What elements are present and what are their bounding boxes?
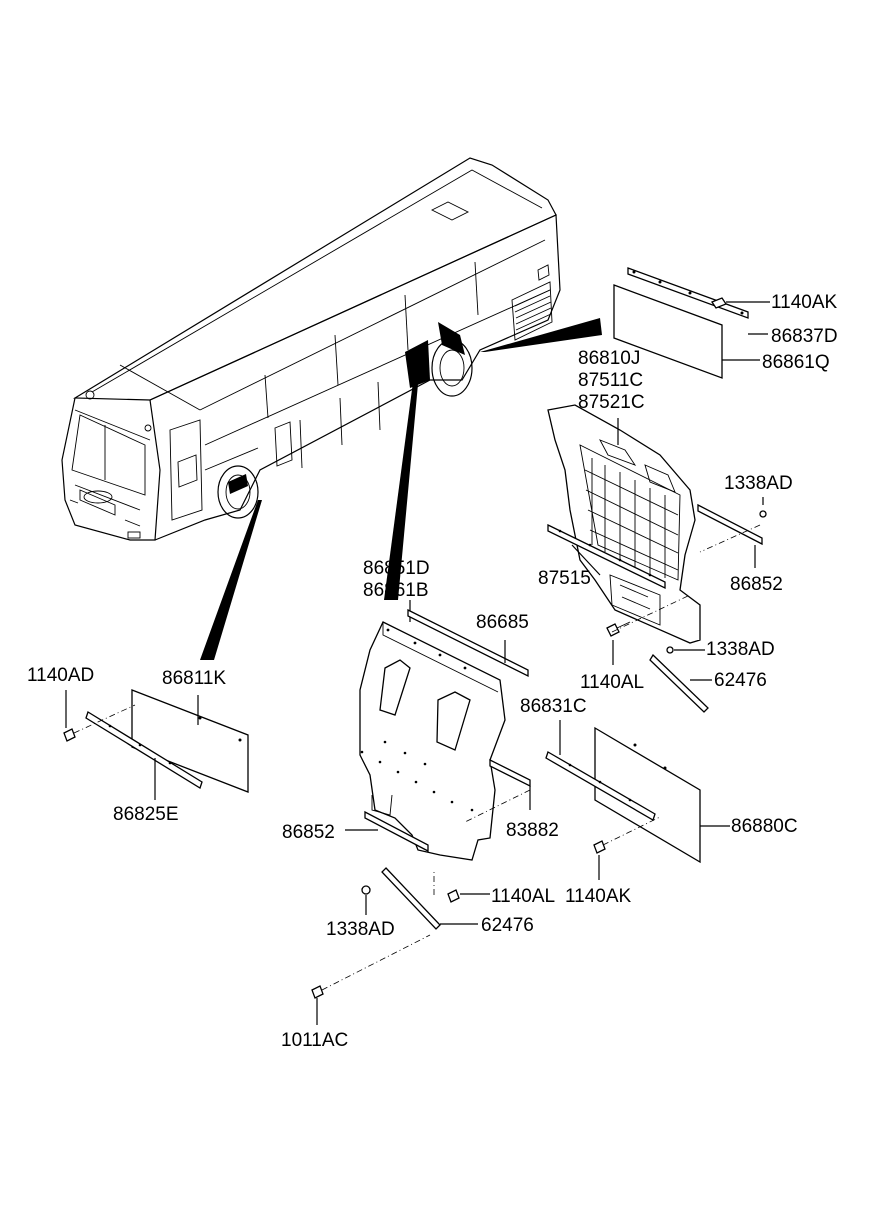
label-1140AL-bottom: 1140AL — [491, 886, 555, 907]
strip-87515 — [547, 523, 666, 590]
label-87511C: 87511C — [578, 370, 643, 391]
mudflap-86851D — [359, 600, 506, 861]
label-86831C: 86831C — [520, 696, 587, 717]
label-62476-right: 62476 — [714, 670, 767, 691]
label-87521C: 87521C — [578, 392, 645, 413]
label-1140AK-bottom: 1140AK — [565, 886, 632, 907]
label-1338AD-right: 1338AD — [724, 473, 793, 494]
label-86852-right: 86852 — [730, 574, 783, 595]
label-1338AD-bottom: 1338AD — [326, 919, 395, 940]
label-83882: 83882 — [506, 820, 559, 841]
fasteners-right — [606, 497, 767, 713]
fasteners-center — [311, 867, 490, 1025]
label-87515: 87515 — [538, 568, 591, 589]
label-1140AD: 1140AD — [27, 665, 94, 686]
label-86852-left: 86852 — [282, 822, 335, 843]
label-86811K: 86811K — [162, 668, 226, 689]
strip-83882 — [464, 758, 531, 823]
label-62476-bottom: 62476 — [481, 915, 534, 936]
label-86837D: 86837D — [771, 326, 838, 347]
label-86880C: 86880C — [731, 816, 798, 837]
label-86685: 86685 — [476, 612, 529, 633]
label-1140AK-top: 1140AK — [771, 292, 838, 313]
part-labels: 1140AK 86837D 86861Q 86810J 87511C 87521… — [27, 292, 838, 1051]
plate-86861Q — [613, 267, 770, 379]
strip-86685 — [407, 608, 529, 678]
plate-86880C — [545, 720, 730, 880]
label-86851D: 86851D — [363, 558, 430, 579]
label-1140AL-right: 1140AL — [580, 672, 644, 693]
label-86861Q: 86861Q — [762, 352, 830, 373]
bus-illustration — [61, 157, 561, 541]
label-86861B: 86861B — [363, 580, 429, 601]
strip-86852-left — [345, 810, 429, 853]
label-86810J: 86810J — [578, 348, 640, 369]
label-86825E: 86825E — [113, 804, 179, 825]
strip-86852-right — [697, 503, 763, 568]
mudflap-86810J — [547, 404, 701, 644]
leader-wedges — [200, 318, 602, 660]
label-1011AC: 1011AC — [281, 1030, 348, 1051]
label-1338AD-mid: 1338AD — [706, 639, 775, 660]
plate-86811K — [63, 689, 249, 800]
